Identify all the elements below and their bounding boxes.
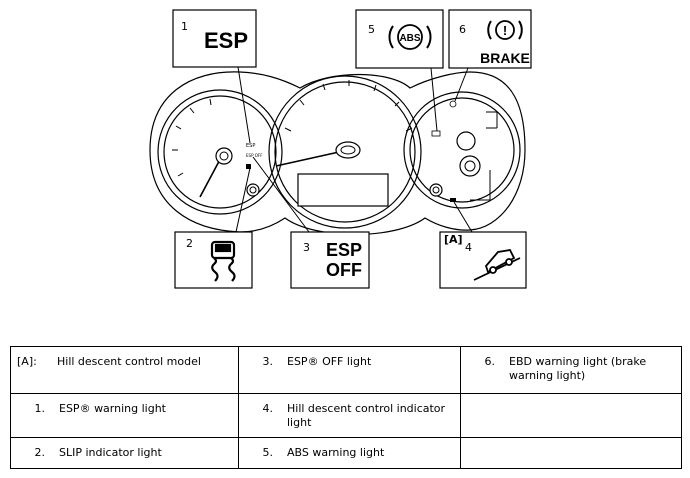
legend-value: ESP® OFF light [287, 355, 372, 368]
legend-cell-1: 1. ESP® warning light [10, 393, 239, 438]
legend-value: ESP® warning light [59, 402, 166, 415]
abs-label: ABS [399, 33, 420, 44]
slip-icon [210, 240, 236, 282]
cluster-esp-off-label: ESP OFF [246, 153, 263, 158]
right-gauge [403, 91, 521, 209]
hill-tag: [A] [444, 233, 463, 246]
legend-cell-3: 3. ESP® OFF light [238, 346, 461, 394]
legend-key: 3. [262, 355, 274, 368]
legend-cell-5: 5. ABS warning light [238, 437, 461, 469]
callout-number: 3 [303, 241, 310, 254]
cluster-slip-icon [246, 164, 251, 169]
legend-value [509, 402, 675, 437]
callout-number: 2 [186, 237, 193, 250]
odometer-display [297, 173, 389, 207]
legend-key [467, 446, 509, 468]
legend-key [467, 402, 509, 437]
legend-key: 5. [262, 446, 274, 459]
cluster-outline [149, 71, 526, 236]
callout-number: 5 [368, 23, 375, 36]
legend-value: Hill descent control model [57, 355, 201, 368]
legend-cell-empty [460, 437, 682, 469]
legend-value: ABS warning light [287, 446, 385, 459]
legend-key: 6. [484, 355, 496, 368]
esp-off-line2: OFF [326, 260, 362, 280]
legend-key: 4. [262, 402, 274, 415]
instrument-cluster-diagram: ESP ESP OFF 1 ESP 5 [149, 9, 532, 289]
esp-off-line1: ESP [326, 240, 362, 260]
legend-cell-empty [460, 393, 682, 438]
callout-number: 1 [181, 20, 188, 33]
legend-cell-4: 4. Hill descent control indicator light [238, 393, 461, 438]
callout-hill-descent: [A] 4 [439, 231, 527, 289]
callout-number: 6 [459, 23, 466, 36]
cluster-brake-icon [449, 100, 457, 108]
legend-key: [A]: [17, 355, 37, 368]
callout-esp: 1 ESP [172, 9, 257, 68]
left-gauge [157, 89, 283, 215]
legend-cell-2: 2. SLIP indicator light [10, 437, 239, 469]
brake-icon [495, 20, 515, 40]
legend-value: Hill descent control indicator light [287, 402, 446, 429]
cluster-hill-icon [450, 198, 456, 202]
callout-number: 4 [465, 241, 472, 254]
legend-value [509, 446, 675, 468]
callout-slip: 2 [174, 231, 253, 289]
legend-value: SLIP indicator light [59, 446, 162, 459]
esp-symbol: ESP [204, 28, 248, 53]
callout-brake: 6 ! BRAKE [448, 9, 532, 69]
legend-table: [A]: Hill descent control model 3. ESP® OF… [10, 346, 682, 469]
abs-icon [397, 24, 423, 50]
brake-label: BRAKE [480, 50, 530, 66]
legend-cell-a: [A]: Hill descent control model [10, 346, 239, 394]
legend-key: 2. [34, 446, 46, 459]
hill-descent-icon [473, 249, 521, 281]
callout-esp-off: 3 ESP OFF [290, 231, 370, 289]
legend-value: EBD warning light (brake warning light) [509, 355, 647, 382]
legend-key: 1. [34, 402, 46, 415]
brake-exclaim: ! [503, 23, 507, 38]
cluster-abs-icon [431, 130, 441, 137]
callout-abs: 5 ABS [355, 9, 444, 69]
legend-cell-6: 6. EBD warning light (brake warning light… [460, 346, 682, 394]
speedometer-gauge [268, 75, 422, 229]
table-row: [A]: Hill descent control model 3. ESP® OF… [10, 346, 682, 394]
cluster-esp-label: ESP [246, 143, 255, 149]
table-row: 1. ESP® warning light 4. Hill descent cont… [10, 393, 682, 438]
table-row: 2. SLIP indicator light 5. ABS warning lig… [10, 437, 682, 469]
right-upper-hub [456, 131, 476, 151]
